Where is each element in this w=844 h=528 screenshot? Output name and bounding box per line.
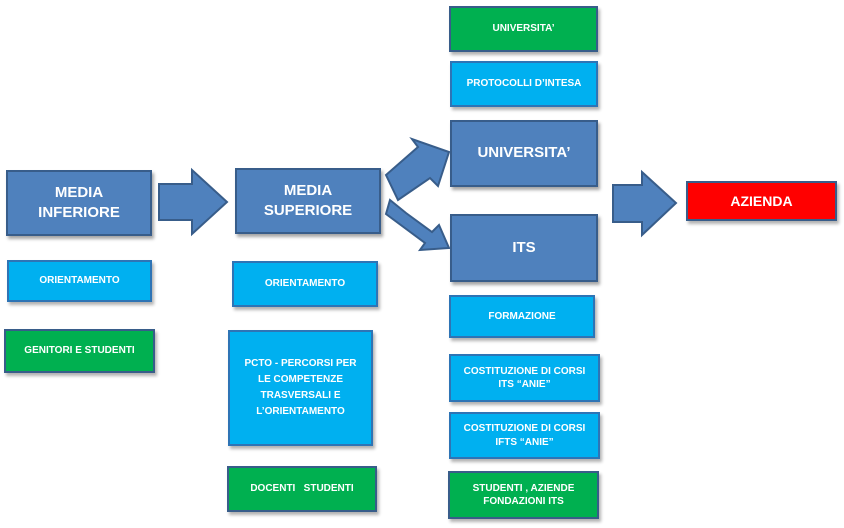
docenti-studenti-label: DOCENTI STUDENTI	[250, 483, 354, 495]
arrow-to-azienda	[612, 169, 678, 238]
formazione-label: FORMAZIONE	[488, 310, 556, 322]
media-superiore-box: MEDIA SUPERIORE	[235, 168, 381, 234]
universita-small-box: UNIVERSITA’	[449, 6, 598, 52]
media-inferiore-label: MEDIA INFERIORE	[38, 183, 120, 221]
studenti-aziende-box: STUDENTI , AZIENDE FONDAZIONI ITS	[448, 471, 599, 519]
formazione-box: FORMAZIONE	[449, 295, 595, 338]
azienda-box: AZIENDA	[686, 181, 837, 221]
orientamento-inferiore-box: ORIENTAMENTO	[7, 260, 152, 302]
protocolli-box: PROTOCOLLI D’INTESA	[450, 61, 598, 107]
corsi-its-label: COSTITUZIONE DI CORSI ITS “ANIE”	[463, 365, 586, 391]
corsi-ifts-label: COSTITUZIONE DI CORSI IFTS “ANIE”	[463, 423, 586, 448]
protocolli-label: PROTOCOLLI D’INTESA	[466, 78, 582, 90]
azienda-label: AZIENDA	[730, 192, 793, 209]
its-label: ITS	[512, 238, 536, 256]
genitori-studenti-label: GENITORI E STUDENTI	[24, 345, 135, 357]
studenti-aziende-label: STUDENTI , AZIENDE FONDAZIONI ITS	[472, 482, 575, 508]
arrow-superiore-to-its	[384, 198, 451, 252]
universita-main-label: UNIVERSITA’	[477, 144, 571, 162]
genitori-studenti-box: GENITORI E STUDENTI	[4, 329, 155, 373]
universita-main-box: UNIVERSITA’	[450, 120, 598, 187]
corsi-ifts-box: COSTITUZIONE DI CORSI IFTS “ANIE”	[449, 412, 600, 459]
orientamento-superiore-label: ORIENTAMENTO	[264, 278, 346, 290]
orientamento-superiore-box: ORIENTAMENTO	[232, 261, 378, 307]
orientamento-inferiore-label: ORIENTAMENTO	[39, 275, 120, 287]
pcto-label: PCTO - PERCORSI PER LE COMPETENZE TRASVE…	[244, 358, 357, 417]
universita-small-label: UNIVERSITA’	[492, 23, 555, 35]
its-box: ITS	[450, 214, 598, 282]
arrow-inferiore-to-superiore	[158, 167, 229, 237]
media-superiore-label: MEDIA SUPERIORE	[263, 181, 353, 219]
pcto-box: PCTO - PERCORSI PER LE COMPETENZE TRASVE…	[228, 330, 373, 446]
media-inferiore-box: MEDIA INFERIORE	[6, 170, 152, 236]
arrow-superiore-to-universita	[384, 136, 451, 202]
corsi-its-box: COSTITUZIONE DI CORSI ITS “ANIE”	[449, 354, 600, 402]
docenti-studenti-box: DOCENTI STUDENTI	[227, 466, 377, 512]
